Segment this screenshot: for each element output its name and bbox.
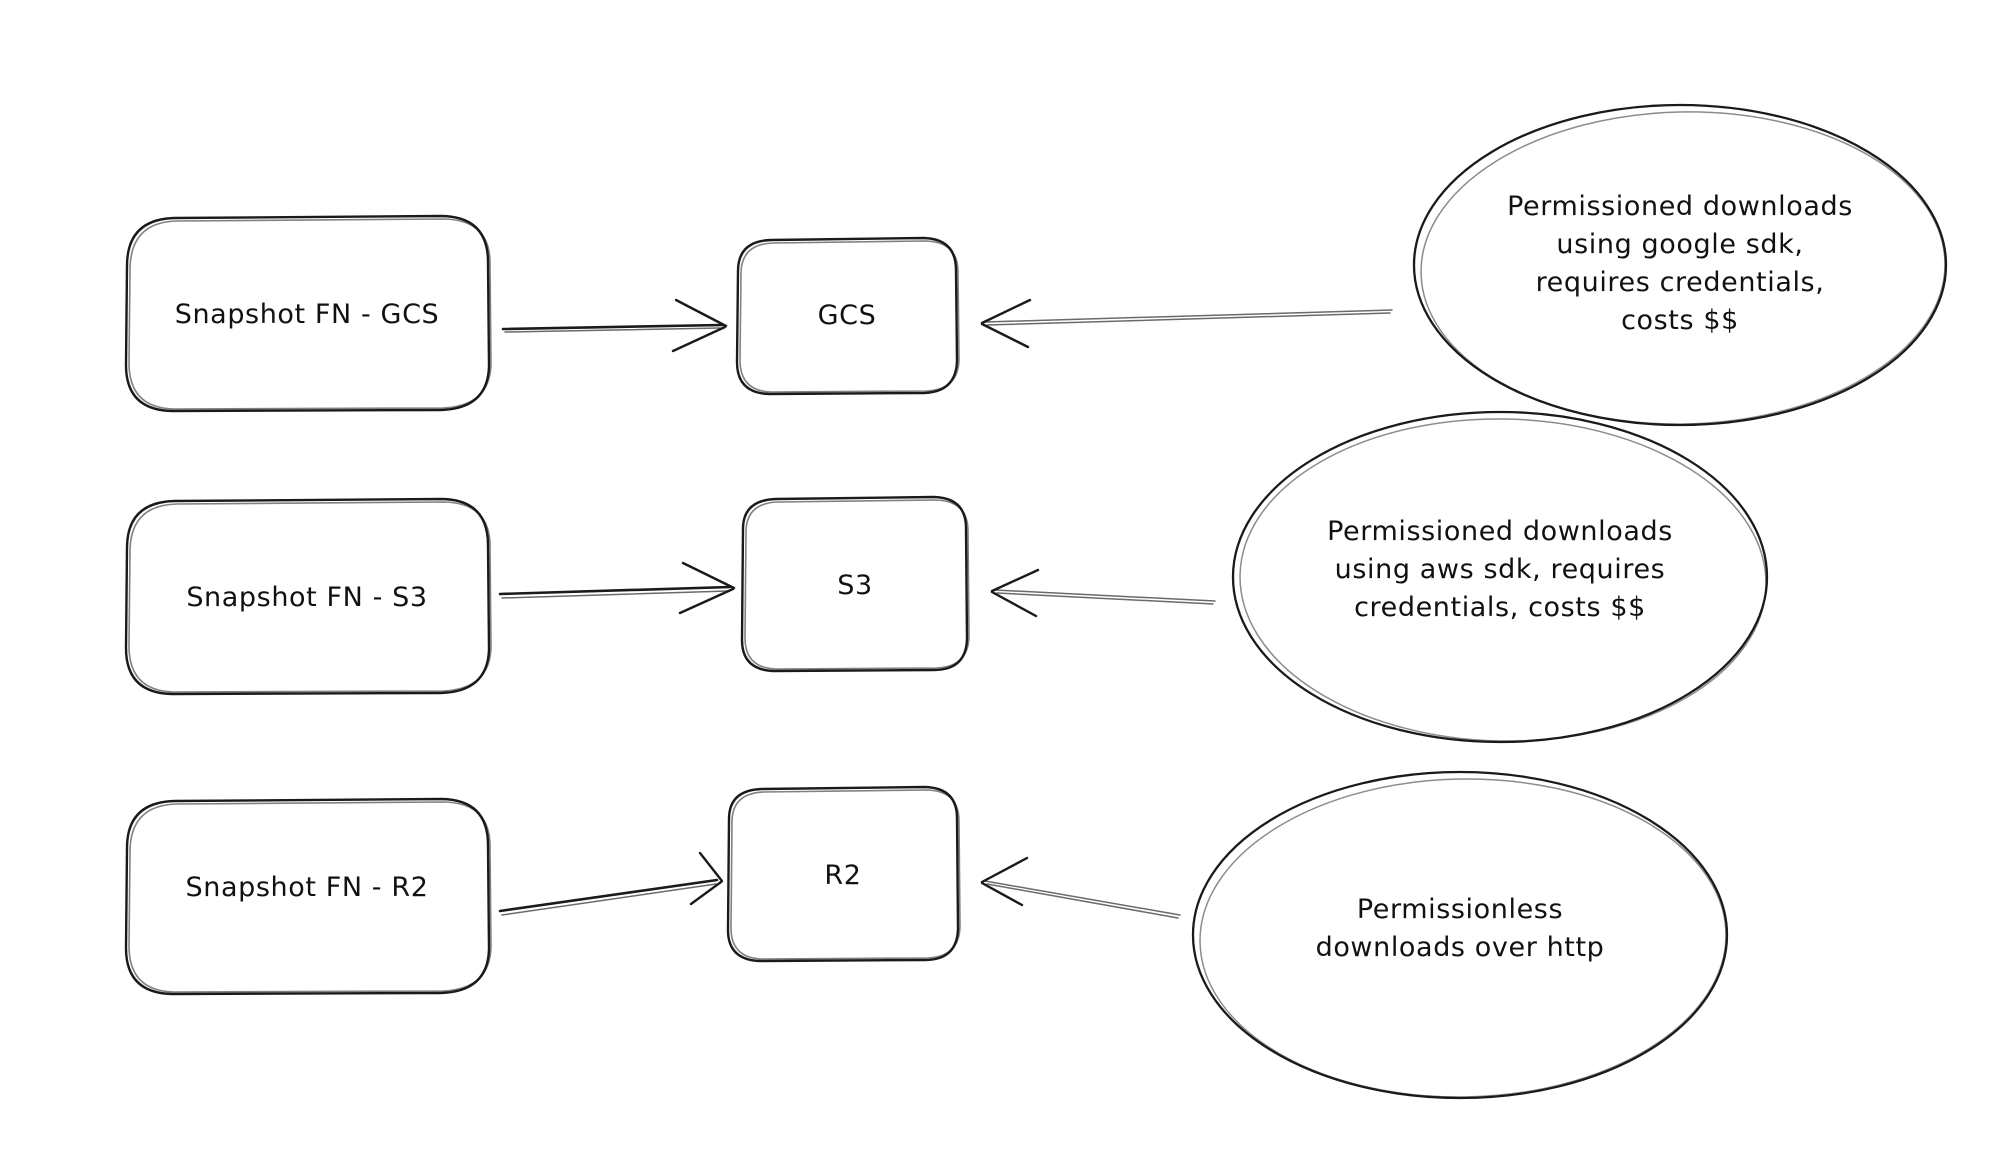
row-r2: Snapshot FN - R2 R2 Permissionless downl: [124, 770, 1729, 1101]
node-label-r2: R2: [824, 860, 861, 891]
node-label-snapshot-fn-gcs: Snapshot FN - GCS: [175, 299, 440, 330]
arrow-note-gcs-to-gcs: [980, 298, 1393, 349]
note-gcs-line-2: using google sdk,: [1556, 229, 1803, 260]
row-gcs: Snapshot FN - GCS GCS Perm: [124, 103, 1948, 429]
node-gcs[interactable]: GCS: [735, 236, 960, 396]
node-label-gcs: GCS: [818, 300, 877, 331]
note-gcs-line-1: Permissioned downloads: [1507, 191, 1853, 222]
row-s3: Snapshot FN - S3 S3 Permissioned downloa…: [124, 410, 1769, 746]
node-snapshot-fn-gcs[interactable]: Snapshot FN - GCS: [124, 214, 492, 413]
note-s3-line-3: credentials, costs $$: [1354, 592, 1646, 623]
note-gcs[interactable]: Permissioned downloads using google sdk,…: [1412, 103, 1948, 429]
node-snapshot-fn-s3[interactable]: Snapshot FN - S3: [124, 497, 492, 696]
note-s3-line-1: Permissioned downloads: [1327, 516, 1673, 547]
node-s3[interactable]: S3: [740, 495, 970, 673]
node-label-snapshot-fn-r2: Snapshot FN - R2: [186, 872, 429, 903]
note-r2-line-1: Permissionless: [1357, 894, 1563, 925]
note-s3[interactable]: Permissioned downloads using aws sdk, re…: [1231, 410, 1769, 746]
note-s3-line-2: using aws sdk, requires: [1335, 554, 1666, 585]
note-gcs-line-3: requires credentials,: [1536, 267, 1825, 298]
node-r2[interactable]: R2: [726, 785, 961, 963]
node-label-s3: S3: [837, 570, 873, 601]
arrow-note-r2-to-r2: [980, 856, 1181, 919]
note-r2-line-2: downloads over http: [1316, 932, 1605, 963]
node-label-snapshot-fn-s3: Snapshot FN - S3: [186, 582, 427, 613]
arrow-snapshot-fn-s3-to-s3: [498, 561, 736, 615]
node-snapshot-fn-r2[interactable]: Snapshot FN - R2: [124, 797, 492, 996]
arrow-snapshot-fn-gcs-to-gcs: [501, 298, 728, 353]
arrow-snapshot-fn-r2-to-r2: [498, 851, 724, 916]
note-gcs-line-4: costs $$: [1621, 305, 1739, 336]
arrow-note-s3-to-s3: [990, 568, 1216, 618]
note-r2[interactable]: Permissionless downloads over http: [1191, 770, 1729, 1101]
